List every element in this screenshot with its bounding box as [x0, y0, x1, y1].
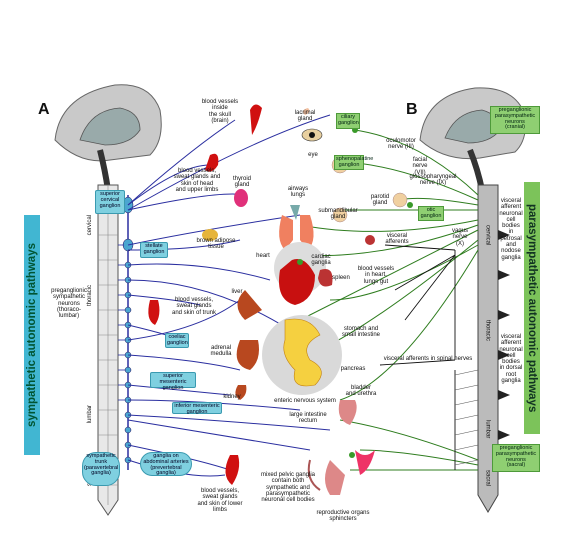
facial-nerve-label: facial nerve (VII) — [412, 157, 428, 176]
thyroid-label: thyroid gland — [232, 176, 251, 189]
enteric-label: enteric nervous system — [274, 398, 336, 404]
preganglionic-sympathetic-label: preganglionic sympathetic neurons (thora… — [51, 288, 87, 320]
stomach-label: stomach and small intestine — [341, 326, 380, 339]
right-brain — [419, 87, 526, 191]
afferent-dorsal-label: visceral afferent neuronal cell bodies i… — [499, 334, 523, 385]
visceral-spinal-label: visceral afferents in spinal nerves — [383, 356, 473, 362]
vessels-lower-label: blood vessels, sweat glands and skin of … — [197, 488, 243, 513]
brown-adipose-label: brown adipose tissue — [196, 238, 236, 251]
visceral-afferent-lines — [379, 244, 479, 470]
organ-shapes — [148, 104, 408, 495]
vessels-brain-label: blood vessels inside the skull (brain) — [201, 99, 239, 124]
heart-label: heart — [256, 253, 270, 259]
sphenopalatine-ganglion-box: sphenopalatine ganglion — [334, 155, 373, 170]
abdominal-ganglia-box: ganglia on abdominal arteries (preverteb… — [140, 452, 192, 476]
right-spinal-cord — [477, 184, 510, 513]
stellate-ganglion-box: stellate ganglion — [140, 242, 168, 258]
vessels-trunk-label: blood vessels, sweat glands and skin of … — [171, 297, 217, 316]
celiac-ganglion-box: coeliac ganglion — [165, 333, 189, 348]
panel-letter-b: B — [406, 101, 418, 118]
oculomotor-label: oculomotor nerve (III) — [386, 138, 416, 151]
left-root-lines — [118, 244, 125, 401]
vessels-head-label: blood vessels, sweat glands and skin of … — [173, 168, 221, 193]
large-intestine-label: large intestine rectum — [289, 412, 327, 425]
sympathetic-side-label: sympathetic autonomic pathways — [24, 215, 40, 455]
cardiac-ganglia-label: cardiac ganglia — [311, 254, 331, 267]
submandibular-label: submandibular gland — [318, 208, 358, 221]
region-thoracic-right: thoracic — [484, 320, 491, 342]
reproductive-label: reproductive organs sphincters — [316, 510, 370, 523]
otic-ganglion-box: otic ganglion — [418, 206, 444, 221]
spleen-label: spleen — [332, 275, 350, 281]
ciliary-ganglion-box: ciliary ganglion — [336, 113, 360, 129]
parasympathetic-side-label: parasympathetic autonomic pathways — [524, 182, 540, 434]
left-spinal-cord — [97, 184, 119, 516]
visceral-afferents-label: visceral afferents — [385, 233, 409, 246]
pancreas-label: pancreas — [340, 366, 366, 372]
kidney-label: kidney — [223, 394, 241, 400]
inferior-mesenteric-ganglion-box: inferior mesenteric ganglion — [172, 402, 222, 415]
parasympathetic-side-text: parasympathetic autonomic pathways — [526, 203, 538, 413]
superior-mesenteric-ganglion-box: superior mesenteric ganglion — [150, 372, 196, 390]
panel-letter-a: A — [38, 101, 50, 118]
region-sacral-right: sacral — [484, 470, 491, 487]
preganglionic-parasympathetic-cranial-box: preganglionic parasympathetic neurons (c… — [490, 106, 540, 134]
vessels-heart-label: blood vessels in heart, lungs gut — [357, 266, 395, 285]
sympathetic-side-text: sympathetic autonomic pathways — [26, 242, 38, 428]
vagus-label: vagus nerve (X) — [451, 228, 468, 247]
liver-label: liver — [231, 289, 243, 295]
region-lumbar-right: lumbar — [484, 420, 491, 439]
region-cervical-left: cervical — [87, 215, 93, 236]
preganglionic-parasympathetic-sacral-box: preganglionic parasympathetic neurons (s… — [492, 444, 540, 472]
sympathetic-trunk-box: sympathetic trunk (paravertebral ganglia… — [82, 452, 120, 486]
left-brain — [54, 84, 162, 191]
bladder-label: bladder and urethra — [345, 385, 377, 398]
region-lumbar-left: lumbar — [87, 405, 93, 424]
parotid-label: parotid gland — [370, 194, 390, 207]
afferent-petrosal-label: visceral afferent neuronal cell bodies i… — [499, 198, 523, 261]
eye-label: eye — [308, 152, 318, 158]
adrenal-label: adrenal medulla — [210, 345, 232, 358]
airways-label: airways lungs — [287, 186, 309, 199]
sympathetic-chain — [122, 195, 134, 470]
superior-cervical-ganglion-box: superior cervical ganglion — [95, 190, 125, 214]
glossopharyngeal-label: glossopharyngeal nerve (IX) — [409, 174, 457, 187]
lacrimal-gland-label: lacrimal gland — [294, 110, 316, 123]
region-cervical-right: cervical — [484, 225, 491, 246]
mixed-pelvic-label: mixed pelvic ganglia contain both sympat… — [260, 472, 316, 504]
